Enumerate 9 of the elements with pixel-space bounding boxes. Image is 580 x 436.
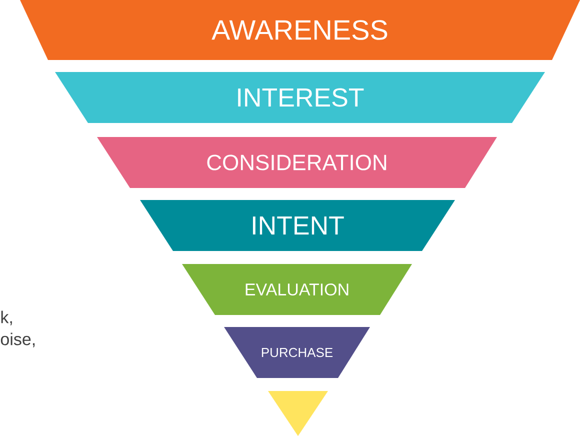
funnel-band: CONSIDERATION — [97, 137, 497, 188]
funnel-band: PURCHASE — [224, 327, 370, 378]
funnel-band: EVALUATION — [182, 264, 412, 315]
funnel-band: INTEREST — [55, 72, 545, 123]
funnel-band: INTENT — [140, 200, 455, 251]
text-fragment: k, — [1, 310, 12, 326]
text-fragment: oise, — [0, 332, 35, 348]
funnel-band: AWARENESS — [20, 0, 580, 60]
triangle-shape — [268, 391, 328, 436]
